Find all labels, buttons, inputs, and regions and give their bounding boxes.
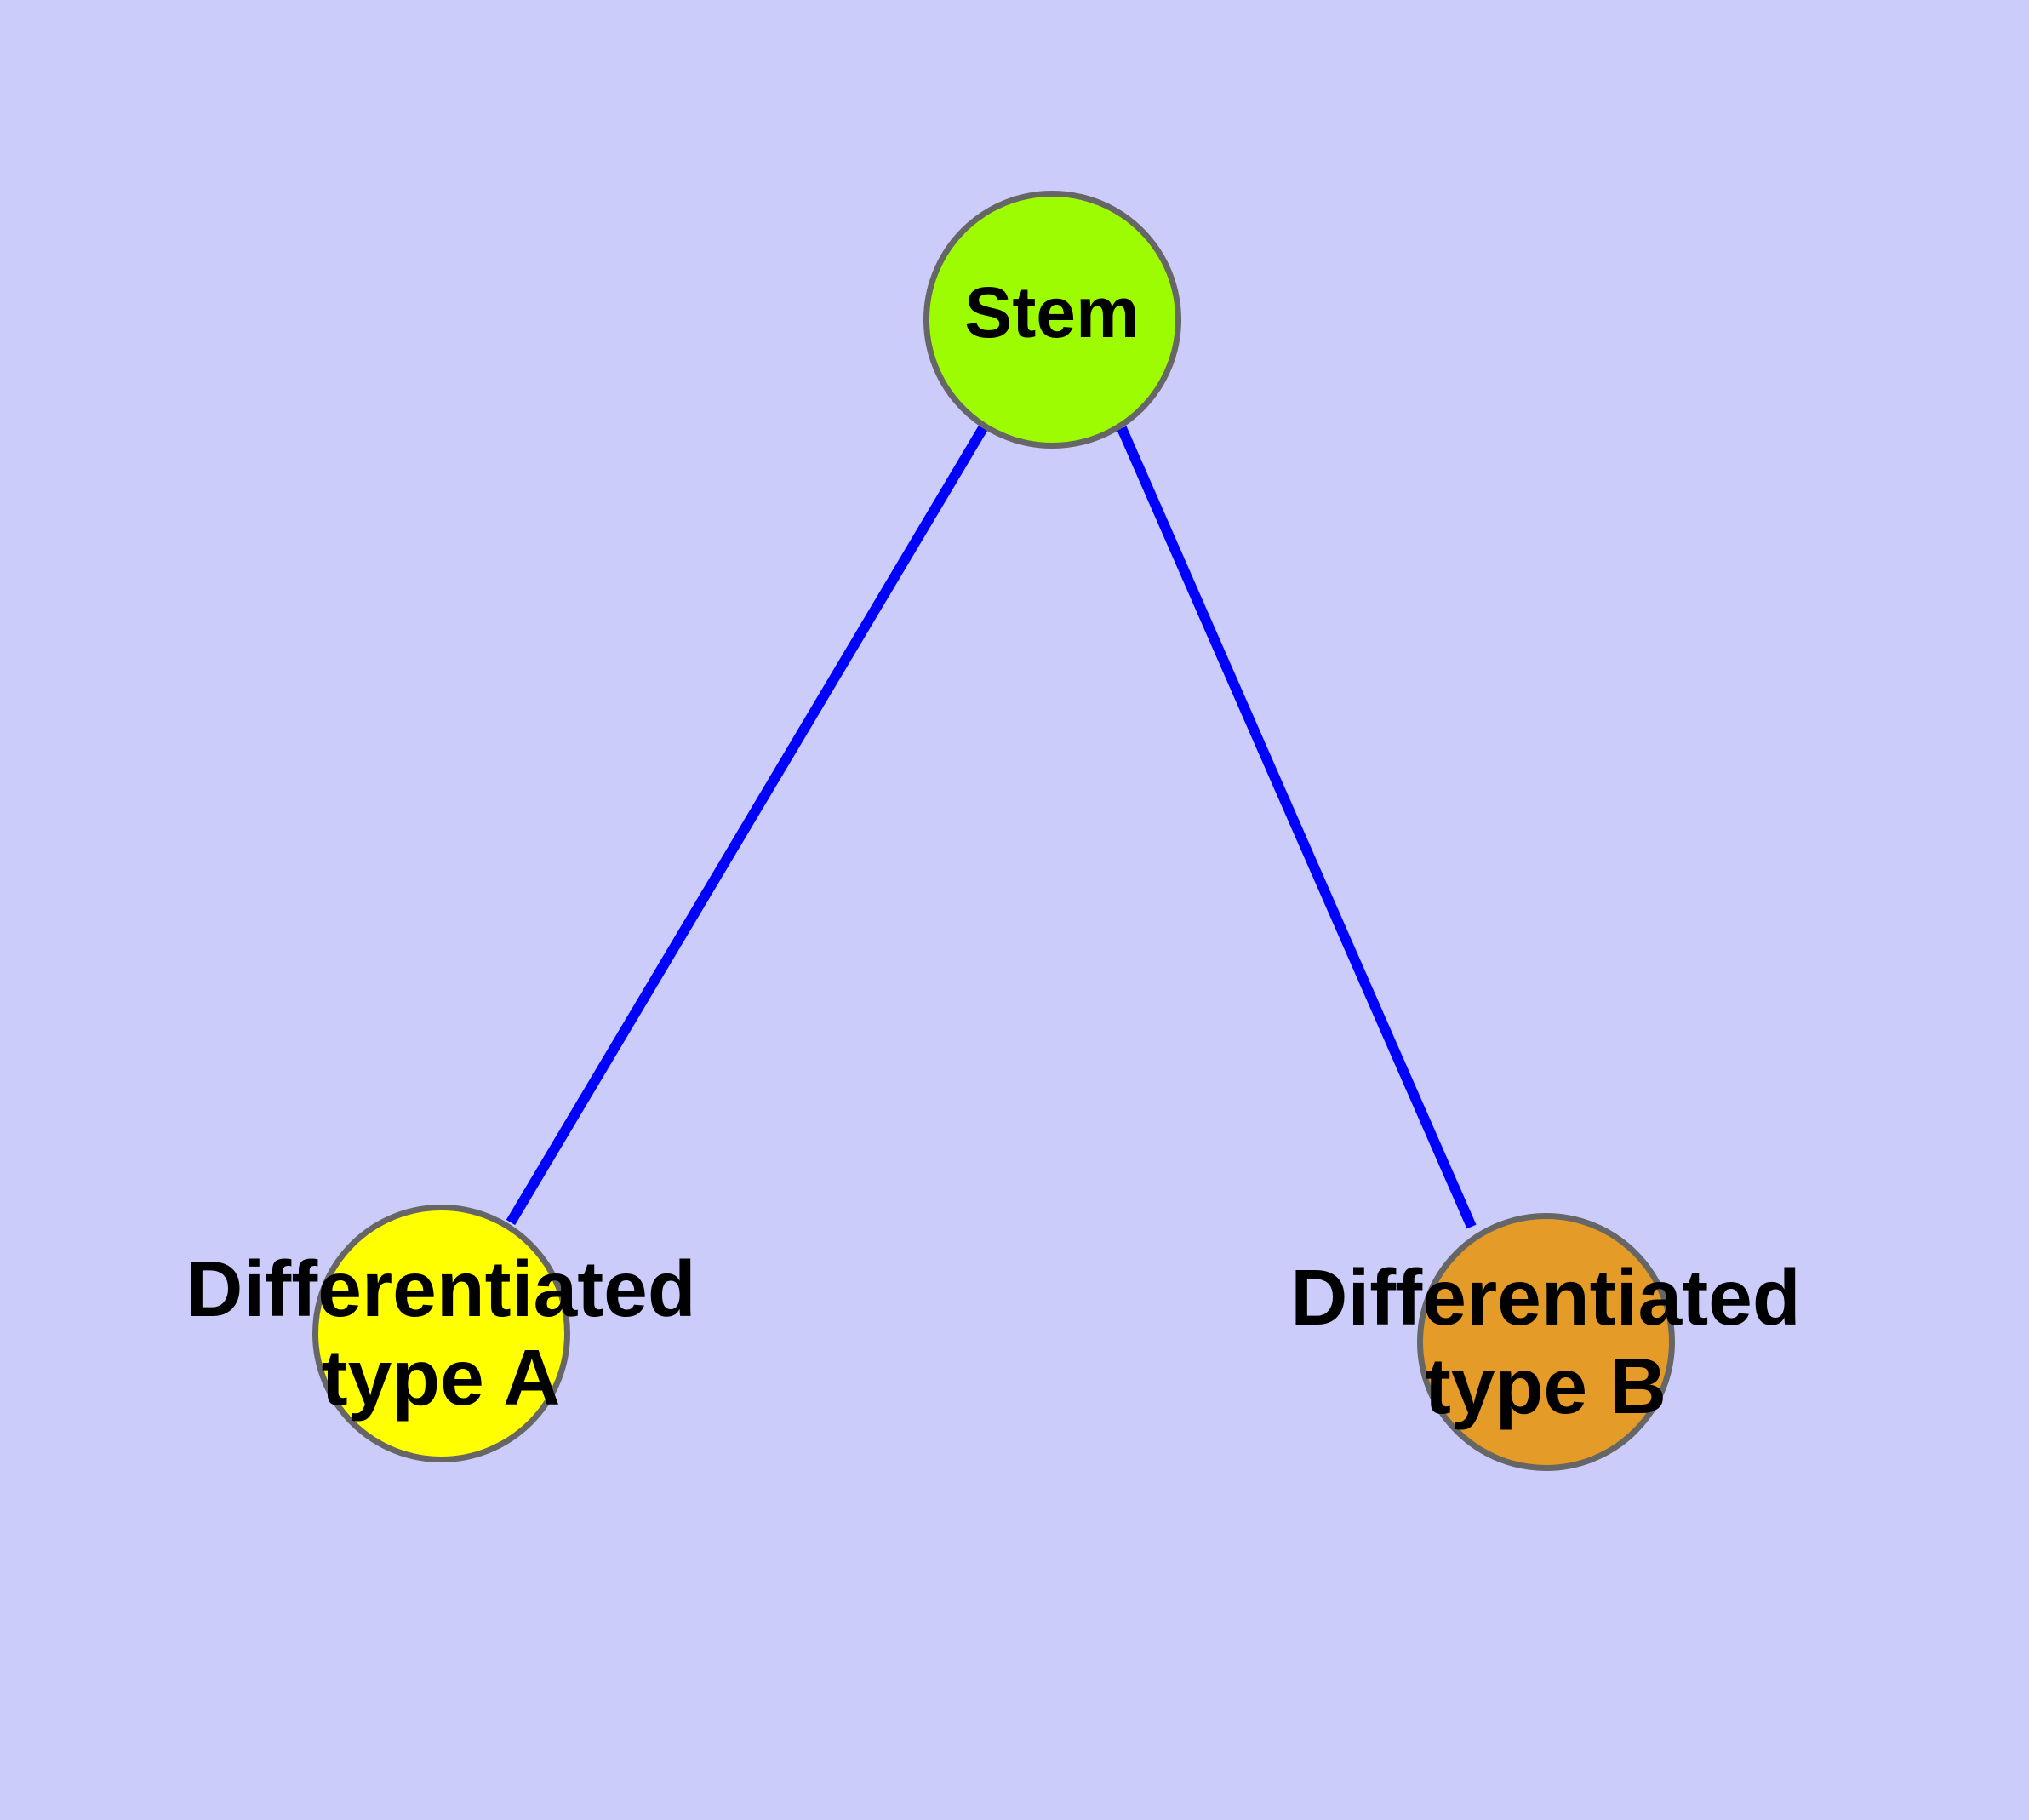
node-differentiated-type-b[interactable] bbox=[1417, 1213, 1675, 1471]
node-stem[interactable] bbox=[923, 191, 1181, 449]
node-differentiated-type-a[interactable] bbox=[312, 1205, 570, 1462]
edge-stem-to-type-a[interactable] bbox=[506, 425, 988, 1226]
edge-stem-to-type-b[interactable] bbox=[1117, 426, 1477, 1229]
